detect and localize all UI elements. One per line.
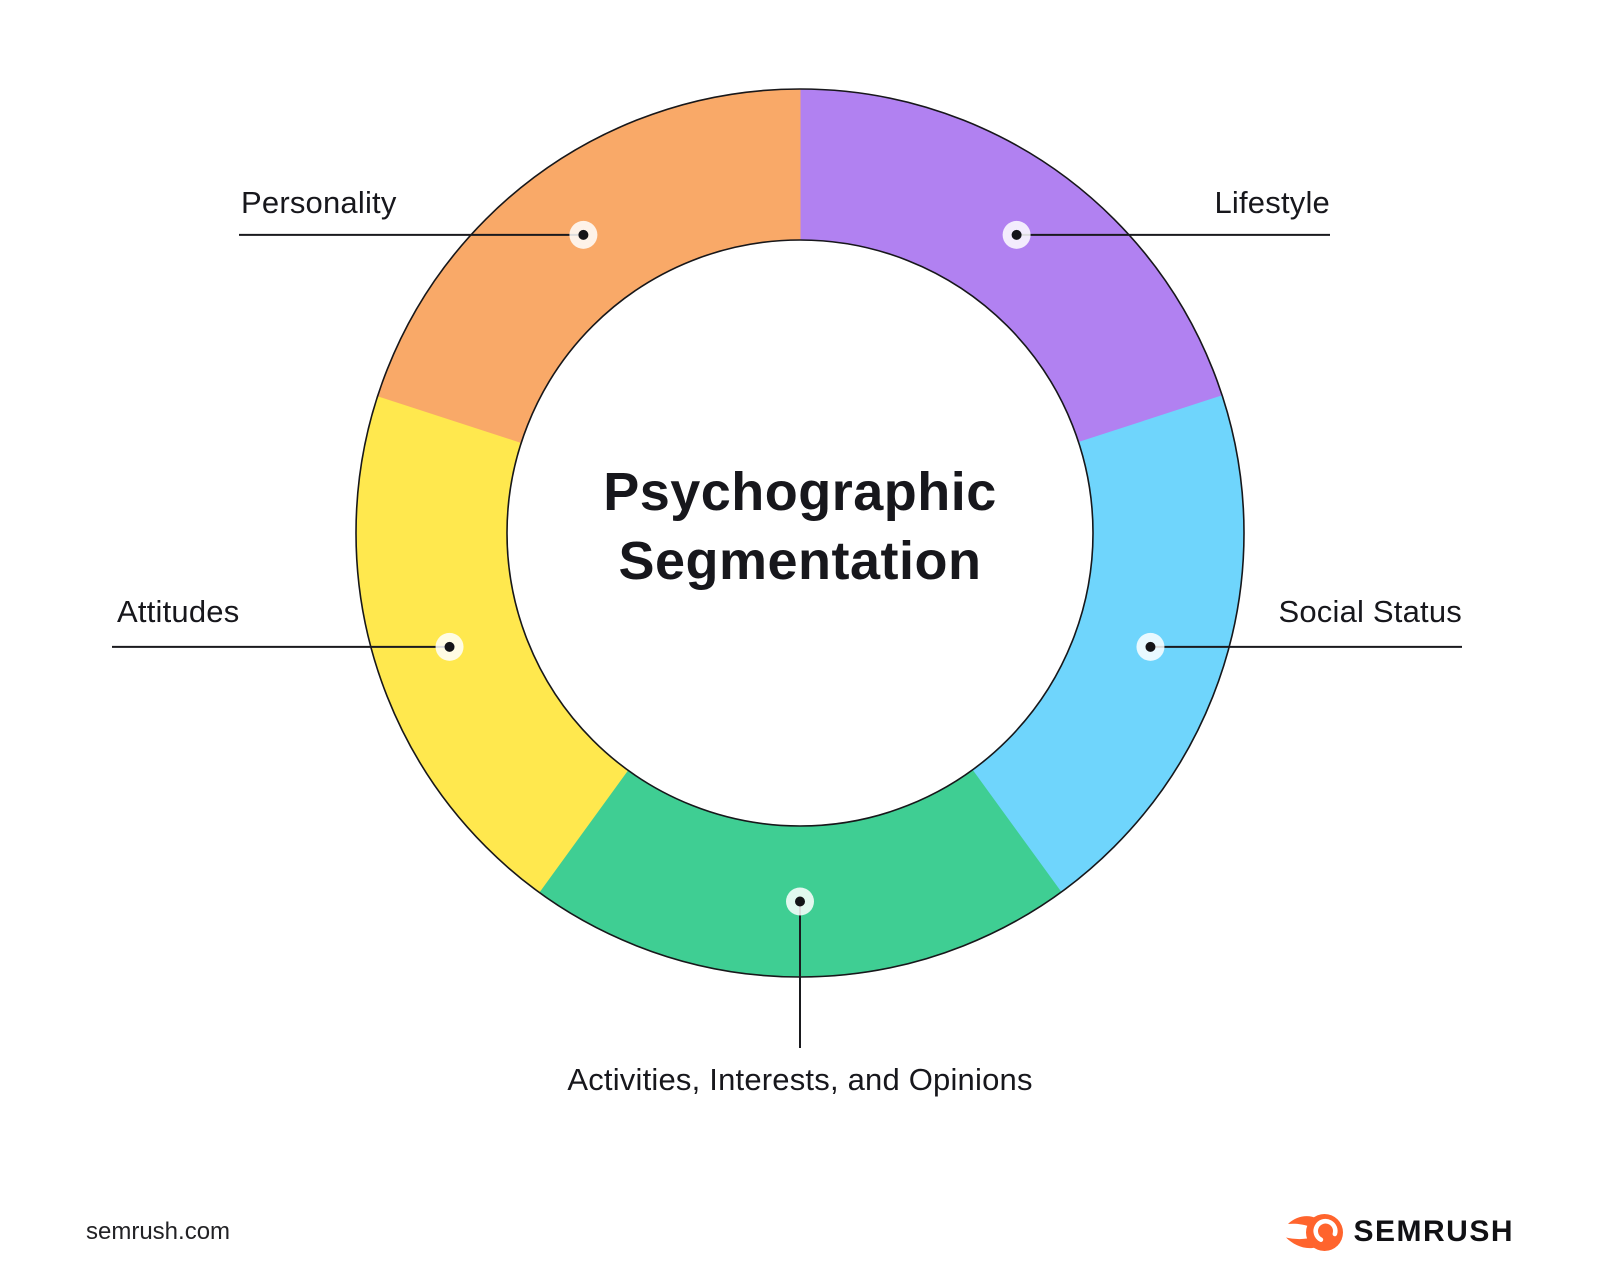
label-lifestyle: Lifestyle — [1214, 185, 1330, 220]
label-social-status: Social Status — [1278, 594, 1462, 629]
semrush-flame-icon — [1286, 1214, 1344, 1251]
label-activities-interests-opinions: Activities, Interests, and Opinions — [567, 1062, 1033, 1097]
marker-dot — [578, 229, 589, 240]
semrush-logo: SEMRUSH — [1286, 1212, 1514, 1252]
marker-dot — [795, 896, 805, 907]
label-attitudes: Attitudes — [117, 594, 240, 629]
page-title: Psychographic Segmentation — [0, 458, 1600, 596]
semrush-logo-text: SEMRUSH — [1353, 1215, 1514, 1248]
page-title-line1: Psychographic — [603, 462, 997, 522]
marker-dot — [1145, 641, 1156, 652]
source-url: semrush.com — [86, 1218, 231, 1245]
marker-dot — [1011, 229, 1022, 240]
label-personality: Personality — [241, 185, 397, 220]
donut-inner-outline — [506, 239, 1094, 827]
page-title-line2: Segmentation — [618, 531, 982, 592]
marker-dot — [444, 641, 455, 652]
